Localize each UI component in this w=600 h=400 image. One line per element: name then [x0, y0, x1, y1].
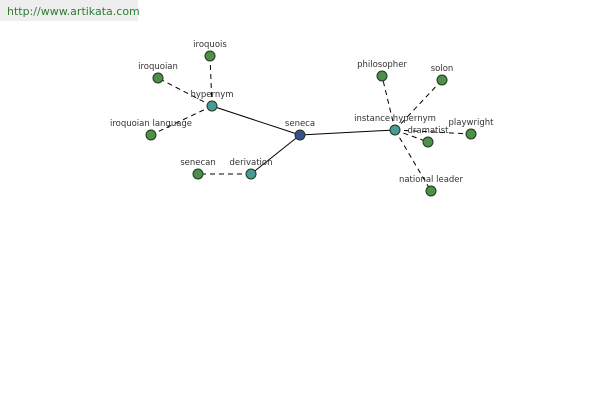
- edges-layer: [150, 55, 472, 192]
- node-label-derivation[interactable]: derivation: [229, 158, 272, 168]
- nodes-layer: [145, 50, 477, 197]
- site-url-link[interactable]: http://www.artikata.com: [7, 5, 140, 18]
- node-national-leader[interactable]: [425, 185, 437, 197]
- edge-instance_hypernym-philosopher: [381, 75, 396, 131]
- node-derivation[interactable]: [245, 168, 257, 180]
- node-dramatist[interactable]: [422, 136, 434, 148]
- node-iroquoian[interactable]: [152, 72, 164, 84]
- node-iroquois[interactable]: [204, 50, 216, 62]
- node-hypernym[interactable]: [206, 100, 218, 112]
- node-iroquoian-language[interactable]: [145, 129, 157, 141]
- node-instance-hypernym[interactable]: [389, 124, 401, 136]
- labels-layer: seneca hypernym derivation instance hyperny…: [110, 40, 494, 185]
- node-philosopher[interactable]: [376, 70, 388, 82]
- edge-seneca-instance_hypernym: [299, 129, 396, 136]
- node-label-dramatist[interactable]: dramatist: [407, 126, 449, 136]
- node-label-seneca[interactable]: seneca: [285, 119, 315, 129]
- node-solon[interactable]: [436, 74, 448, 86]
- edge-instance_hypernym-national_leader: [394, 129, 432, 192]
- node-label-senecan[interactable]: senecan: [180, 158, 216, 168]
- node-label-iroquoian-language[interactable]: iroquoian language: [110, 119, 192, 129]
- url-banner: http://www.artikata.com: [0, 0, 140, 21]
- edge-instance_hypernym-playwright: [394, 129, 472, 135]
- node-label-iroquois[interactable]: iroquois: [193, 40, 227, 50]
- edge-hypernym-iroquoian: [157, 77, 213, 107]
- node-label-playwright[interactable]: playwright: [449, 118, 495, 128]
- node-playwright[interactable]: [465, 128, 477, 140]
- node-label-national-leader[interactable]: national leader: [399, 175, 464, 185]
- edge-seneca-hypernym: [211, 105, 301, 136]
- edge-seneca-derivation: [250, 134, 301, 175]
- edge-hypernym-iroquoian_language: [150, 105, 213, 136]
- node-label-iroquoian[interactable]: iroquoian: [138, 62, 178, 72]
- node-label-solon[interactable]: solon: [431, 64, 454, 74]
- edge-instance_hypernym-dramatist: [394, 129, 429, 143]
- node-label-instance-hypernym[interactable]: instance hypernym: [354, 114, 436, 124]
- node-senecan[interactable]: [192, 168, 204, 180]
- node-seneca[interactable]: [294, 129, 306, 141]
- node-label-philosopher[interactable]: philosopher: [357, 60, 407, 70]
- edge-instance_hypernym-solon: [394, 79, 443, 131]
- node-label-hypernym[interactable]: hypernym: [190, 90, 233, 100]
